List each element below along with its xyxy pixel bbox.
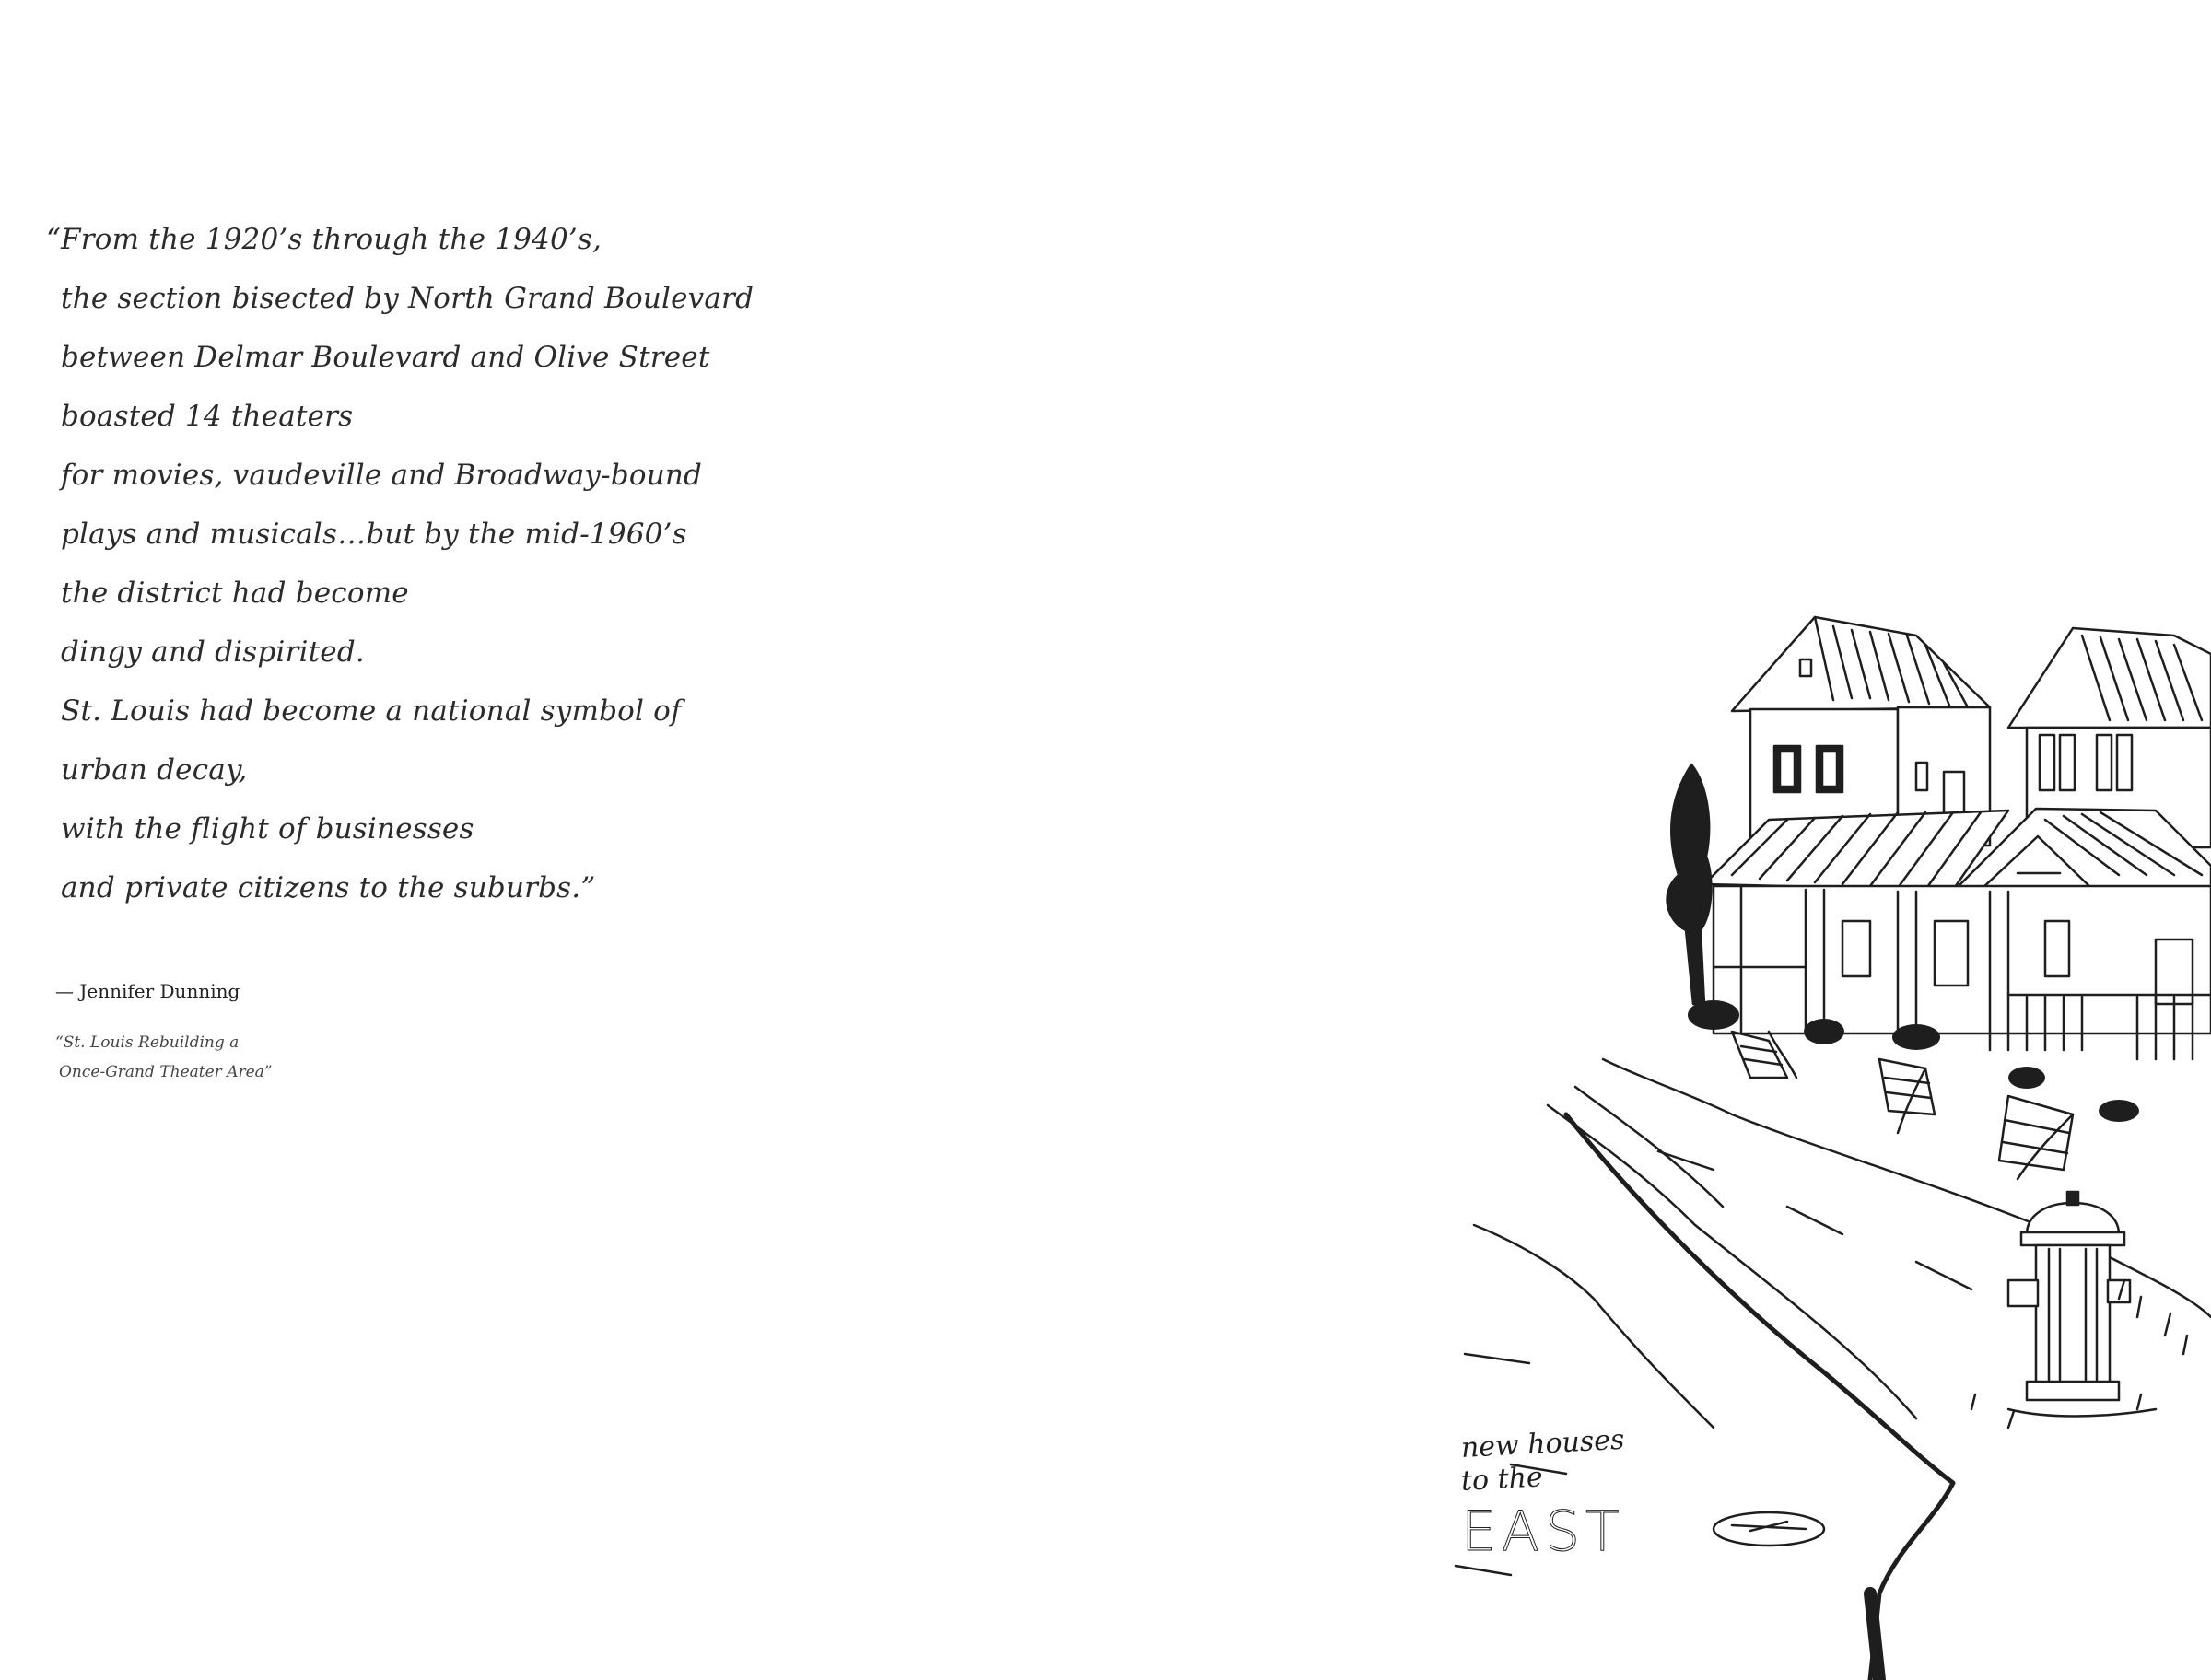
quote-line: between Delmar Boulevard and Olive Stree…: [61, 341, 710, 374]
bushes: [1688, 1000, 2139, 1122]
illustration-caption: new houses to the EAST: [1460, 1424, 1682, 1564]
quote-line: with the flight of businesses: [61, 812, 474, 846]
caption-east: EAST: [1461, 1499, 1625, 1564]
quote-line: urban decay,: [61, 753, 248, 787]
quote-line: the section bisected by North Grand Boul…: [61, 282, 755, 315]
quote-block: “From the 1920’s through the 1940’s, the…: [46, 210, 801, 917]
sidewalk: [1546, 1057, 2211, 1420]
quote-attribution: — Jennifer Dunning: [55, 980, 240, 1002]
porch-body: [1712, 884, 2211, 1061]
fire-hydrant: [2006, 1190, 2158, 1418]
houses-illustration: [1437, 599, 2211, 1680]
quote-line: the district had become: [61, 577, 409, 610]
quote-line: and private citizens to the suburbs.”: [61, 871, 596, 904]
porch-gable-right: [1951, 807, 2211, 904]
quote-line: boasted 14 theaters: [61, 400, 354, 433]
quote-line: dingy and dispirited.: [61, 636, 365, 669]
quote-line: plays and musicals…but by the mid-1960’s: [61, 518, 687, 551]
front-steps: [1730, 1030, 2075, 1181]
quote-line: for movies, vaudeville and Broadway-boun…: [61, 459, 703, 492]
quote-line: St. Louis had become a national symbol o…: [61, 694, 682, 728]
manhole: [1712, 1511, 1826, 1547]
tree: [1666, 763, 1713, 1006]
grass: [1970, 1278, 2189, 1429]
source-line: “St. Louis Rebuilding a: [55, 1033, 240, 1052]
curb: [1454, 1112, 1956, 1680]
quote-source: “St. Louis Rebuilding a Once-Grand Theat…: [55, 1028, 272, 1087]
quote-line: “From the 1920’s through the 1940’s,: [46, 223, 602, 256]
source-line: Once-Grand Theater Area”: [59, 1063, 273, 1081]
